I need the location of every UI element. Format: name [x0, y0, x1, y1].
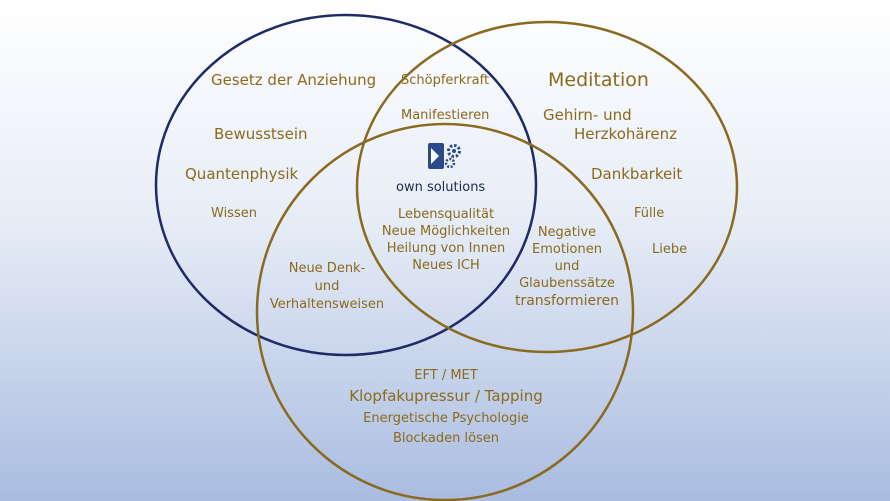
circle-bottom — [255, 122, 635, 501]
label-manifestieren: Manifestieren — [401, 108, 490, 123]
label-dankbarkeit: Dankbarkeit — [591, 165, 683, 183]
label-heilung-von-innen: Heilung von Innen — [386, 241, 506, 256]
gear-logo-icon — [428, 143, 461, 169]
label-schoepferkraft: Schöpferkraft — [401, 73, 490, 88]
label-verhaltensweisen: Verhaltensweisen — [269, 297, 385, 312]
label-neues-ich: Neues ICH — [412, 258, 480, 273]
label-eft-met: EFT / MET — [414, 368, 478, 383]
label-liebe: Liebe — [652, 242, 688, 257]
label-quantenphysik: Quantenphysik — [185, 165, 299, 183]
label-energetische-psychologie: Energetische Psychologie — [363, 411, 529, 426]
label-wissen: Wissen — [211, 206, 257, 221]
circle-right — [355, 20, 739, 354]
label-und-left: und — [314, 279, 340, 294]
label-klopfakupressur: Klopfakupressur / Tapping — [349, 387, 543, 405]
label-meditation: Meditation — [548, 69, 649, 91]
label-gesetz-der-anziehung: Gesetz der Anziehung — [211, 71, 377, 89]
label-herzkohaerenz: Herzkohärenz — [574, 125, 678, 143]
label-bewusstsein: Bewusstsein — [214, 125, 308, 143]
label-emotionen: Emotionen — [532, 242, 602, 257]
label-neue-moeglichkeiten: Neue Möglichkeiten — [381, 224, 511, 239]
label-lebensqualitaet: Lebensqualität — [397, 207, 495, 222]
label-transformieren: transformieren — [514, 293, 620, 309]
label-blockaden-loesen: Blockaden lösen — [392, 431, 500, 446]
circle-left — [154, 13, 538, 357]
label-neue-denk: Neue Denk- — [288, 261, 366, 276]
label-fuelle: Fülle — [634, 206, 665, 221]
center-lines: Lebensqualität Neue Möglichkeiten Heilun… — [380, 208, 512, 272]
label-glaubenssaetze: Glaubenssätze — [519, 276, 615, 291]
label-negative: Negative — [537, 225, 597, 240]
left-bottom-lines: Neue Denk- und Verhaltensweisen — [262, 262, 392, 311]
label-gehirn: Gehirn- und — [543, 106, 632, 124]
logo-text: own solutions — [396, 180, 486, 195]
label-und-right: und — [554, 259, 580, 274]
right-bottom-lines: Negative Emotionen und Glaubenssätze tra… — [500, 226, 634, 308]
